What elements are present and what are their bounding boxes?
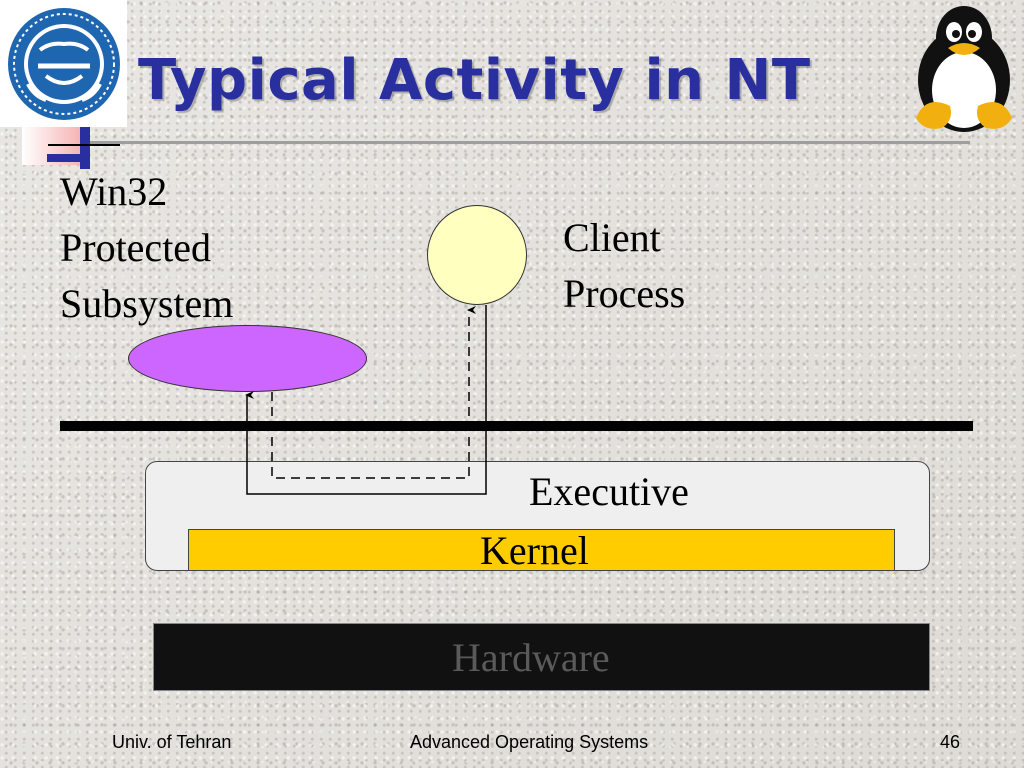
footer-page-number: 46 [940,732,961,752]
client-process-label: Client Process [563,210,685,322]
kernel-label: Kernel [480,528,589,573]
client-label-line1: Client [563,215,661,260]
win32-subsystem-node [128,325,367,392]
hardware-label: Hardware [452,635,610,680]
executive-label: Executive [529,469,689,514]
win32-label-line3: Subsystem [60,281,234,326]
kernel-layer [188,529,895,571]
corner-blue-bar-vertical [80,127,90,169]
corner-black-line [48,144,120,146]
client-process-node [427,205,527,305]
corner-blue-bar-horizontal [47,154,80,162]
title-rule [90,141,970,144]
tux-penguin-icon [916,6,1012,132]
client-label-line2: Process [563,271,686,316]
win32-label-line2: Protected [60,225,212,270]
win32-subsystem-label: Win32 Protected Subsystem [60,164,233,332]
university-seal-icon [8,8,120,120]
footer-university: Univ. of Tehran [112,732,232,752]
user-kernel-boundary-line [60,421,973,431]
footer-course: Advanced Operating Systems [410,732,649,752]
hardware-layer [153,623,930,691]
win32-label-line1: Win32 [60,169,168,214]
slide-title: Typical Activity in NT [138,48,811,113]
